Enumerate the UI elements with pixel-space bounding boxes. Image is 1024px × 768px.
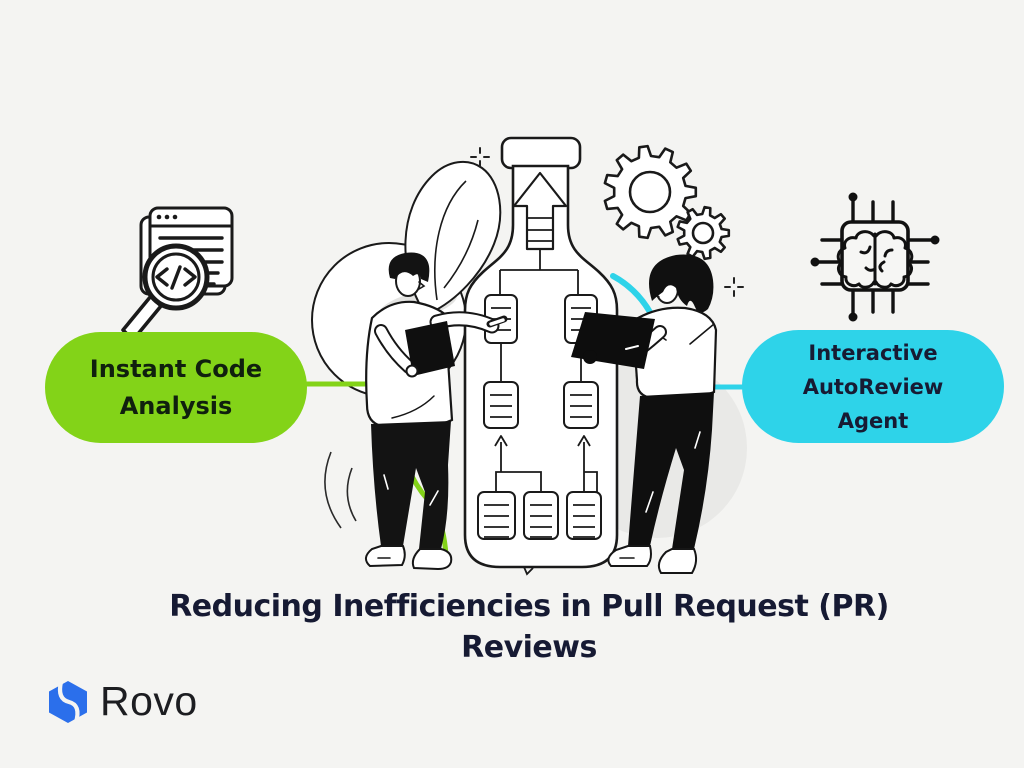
- pill-line: AutoReview: [802, 374, 944, 399]
- pill-line: Analysis: [119, 391, 233, 420]
- brand-name: Rovo: [100, 678, 198, 724]
- left-person-shoe: [411, 548, 453, 571]
- pill-line: Interactive: [808, 340, 938, 365]
- code-brackets-icon: [155, 265, 197, 290]
- right-person: [571, 254, 718, 574]
- code-analysis-icon: [121, 206, 234, 342]
- flowchart-lines: [494, 249, 598, 492]
- left-person-hair: [388, 252, 430, 282]
- decorative-arcs: [324, 451, 357, 529]
- pill-line: Agent: [837, 408, 909, 433]
- page-title: Reducing Inefficiencies in Pull Request …: [34, 586, 1024, 668]
- label-instant-code-analysis: Instant Code Analysis: [45, 332, 307, 443]
- rovo-logo-icon: [49, 680, 87, 723]
- right-person-hair: [649, 254, 714, 313]
- right-person-shoe: [607, 545, 652, 567]
- title-line-2: Reviews: [461, 630, 597, 665]
- brain-icon: [836, 230, 914, 289]
- right-person-shoe: [657, 548, 698, 574]
- pill-line: Instant Code: [89, 354, 263, 383]
- label-interactive-autoreview-agent: Interactive AutoReview Agent: [742, 330, 1004, 443]
- tablet: [405, 321, 455, 376]
- left-person-pants: [371, 421, 451, 549]
- bottle-body: [463, 164, 619, 569]
- gears-icon: [603, 144, 731, 261]
- magnifier-icon: [121, 243, 210, 342]
- left-person: [365, 252, 508, 571]
- title-line-1: Reducing Inefficiencies in Pull Request …: [169, 589, 889, 624]
- right-person-pants: [628, 392, 714, 549]
- ai-chip-icon: [810, 192, 940, 322]
- left-person-shoe: [365, 545, 406, 568]
- brand-lockup: Rovo: [46, 678, 198, 725]
- sparkle-icon: [470, 147, 744, 297]
